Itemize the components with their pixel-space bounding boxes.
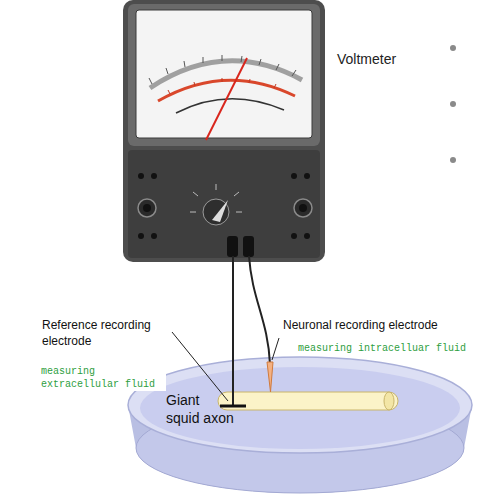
bullet-dot: [450, 157, 456, 163]
squid-axon: [218, 392, 398, 410]
reference-electrode: [220, 405, 246, 408]
part-label: Neuronal recording electrode: [283, 318, 473, 334]
note-label: measuring extracellular fluid: [40, 365, 166, 391]
wire: [249, 256, 270, 364]
title-label: Voltmeter: [337, 50, 457, 68]
petri-dish: [128, 357, 472, 493]
leader-line: [172, 332, 228, 401]
wire: [232, 256, 234, 405]
note-label: measuring intracelluar fluid: [297, 342, 467, 355]
voltmeter: [123, 0, 325, 262]
recording-electrode: [267, 362, 273, 392]
bullet-dot: [450, 45, 456, 51]
part-label: Giant squid axon: [166, 391, 236, 427]
leader-line: [272, 338, 279, 360]
part-label: Reference recording electrode: [42, 318, 160, 349]
bullet-dot: [450, 101, 456, 107]
